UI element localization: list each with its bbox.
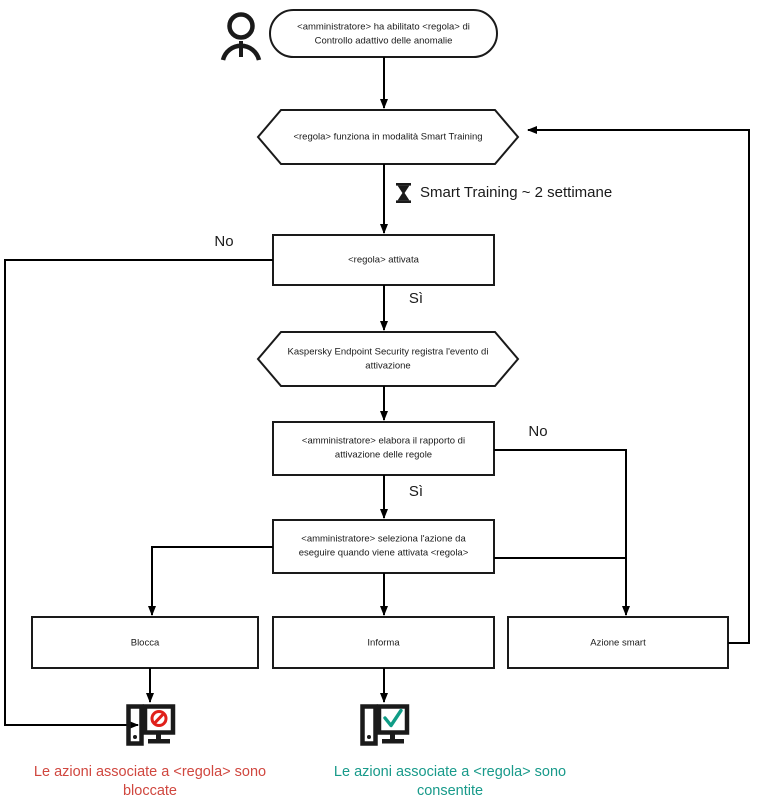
node-admin-report: <amministratore> elabora il rapporto di … [272, 421, 495, 476]
connector-rule-activated-no [4, 259, 273, 729]
node-action-block-shape [31, 616, 259, 669]
node-action-smart: Azione smart [507, 616, 729, 669]
node-action-inform-line1: Informa [367, 638, 400, 649]
node-event-registered: Kaspersky Endpoint Security registra l'e… [256, 331, 520, 387]
node-action-smart-line1: Azione smart [590, 638, 646, 649]
computer-blocked-icon [126, 704, 176, 746]
node-rule-activated: <regola> attivata [272, 234, 495, 286]
node-admin-report-line1: <amministratore> elabora il rapporto di [302, 436, 465, 447]
node-smart-training-state: <regola> funziona in modalità Smart Trai… [256, 109, 520, 165]
connector-smart-feedback-loop [527, 126, 750, 644]
connector-admin-report-no [494, 449, 630, 616]
node-action-smart-shape [507, 616, 729, 669]
node-admin-report-line2: attivazione delle regole [335, 450, 432, 461]
node-event-registered-line1: Kaspersky Endpoint Security registra l'e… [288, 347, 489, 358]
edge-label-admin-report-no: No [528, 423, 547, 440]
node-start-line2: Controllo adattivo delle anomalie [315, 36, 453, 47]
node-start-line1: <amministratore> ha abilitato <regola> d… [297, 22, 470, 33]
node-rule-activated-line1: <regola> attivata [348, 255, 419, 266]
node-admin-selects-action-line1: <amministratore> seleziona l'azione da [301, 534, 466, 545]
node-smart-training-shape [256, 109, 520, 165]
caption-blocked-line2: bloccate [123, 783, 177, 799]
caption-blocked-line1: Le azioni associate a <regola> sono [34, 764, 266, 780]
node-admin-report-shape [272, 421, 495, 476]
node-action-block-line1: Blocca [131, 638, 160, 649]
annotation-smart-training-text: Smart Training ~ 2 settimane [420, 184, 612, 201]
caption-blocked: Le azioni associate a <regola> sono bloc… [34, 764, 266, 799]
caption-allowed-line1: Le azioni associate a <regola> sono [334, 764, 566, 780]
hourglass-icon [396, 183, 411, 203]
node-action-inform: Informa [272, 616, 495, 669]
node-admin-selects-action-line2: eseguire quando viene attivata <regola> [299, 548, 469, 559]
node-admin-selects-action: <amministratore> seleziona l'azione da e… [272, 519, 495, 574]
node-start: <amministratore> ha abilitato <regola> d… [269, 9, 498, 58]
person-icon [220, 12, 262, 61]
edge-label-rule-activated-no: No [214, 233, 233, 250]
edge-label-rule-activated-yes: Sì [409, 290, 423, 307]
node-smart-training-line1: <regola> funziona in modalità Smart Trai… [293, 132, 482, 143]
caption-allowed: Le azioni associate a <regola> sono cons… [334, 764, 566, 799]
node-action-inform-shape [272, 616, 495, 669]
node-admin-selects-action-shape [272, 519, 495, 574]
node-start-shape [269, 9, 498, 58]
edge-label-admin-report-yes: Sì [409, 483, 423, 500]
node-action-block: Blocca [31, 616, 259, 669]
caption-allowed-line2: consentite [417, 783, 483, 799]
node-event-registered-line2: attivazione [365, 361, 410, 372]
node-event-registered-shape [256, 331, 520, 387]
annotation-smart-training-duration: Smart Training ~ 2 settimane [396, 183, 612, 203]
connector-select-to-block [148, 546, 273, 616]
node-rule-activated-shape [272, 234, 495, 286]
computer-allowed-icon [360, 704, 410, 746]
